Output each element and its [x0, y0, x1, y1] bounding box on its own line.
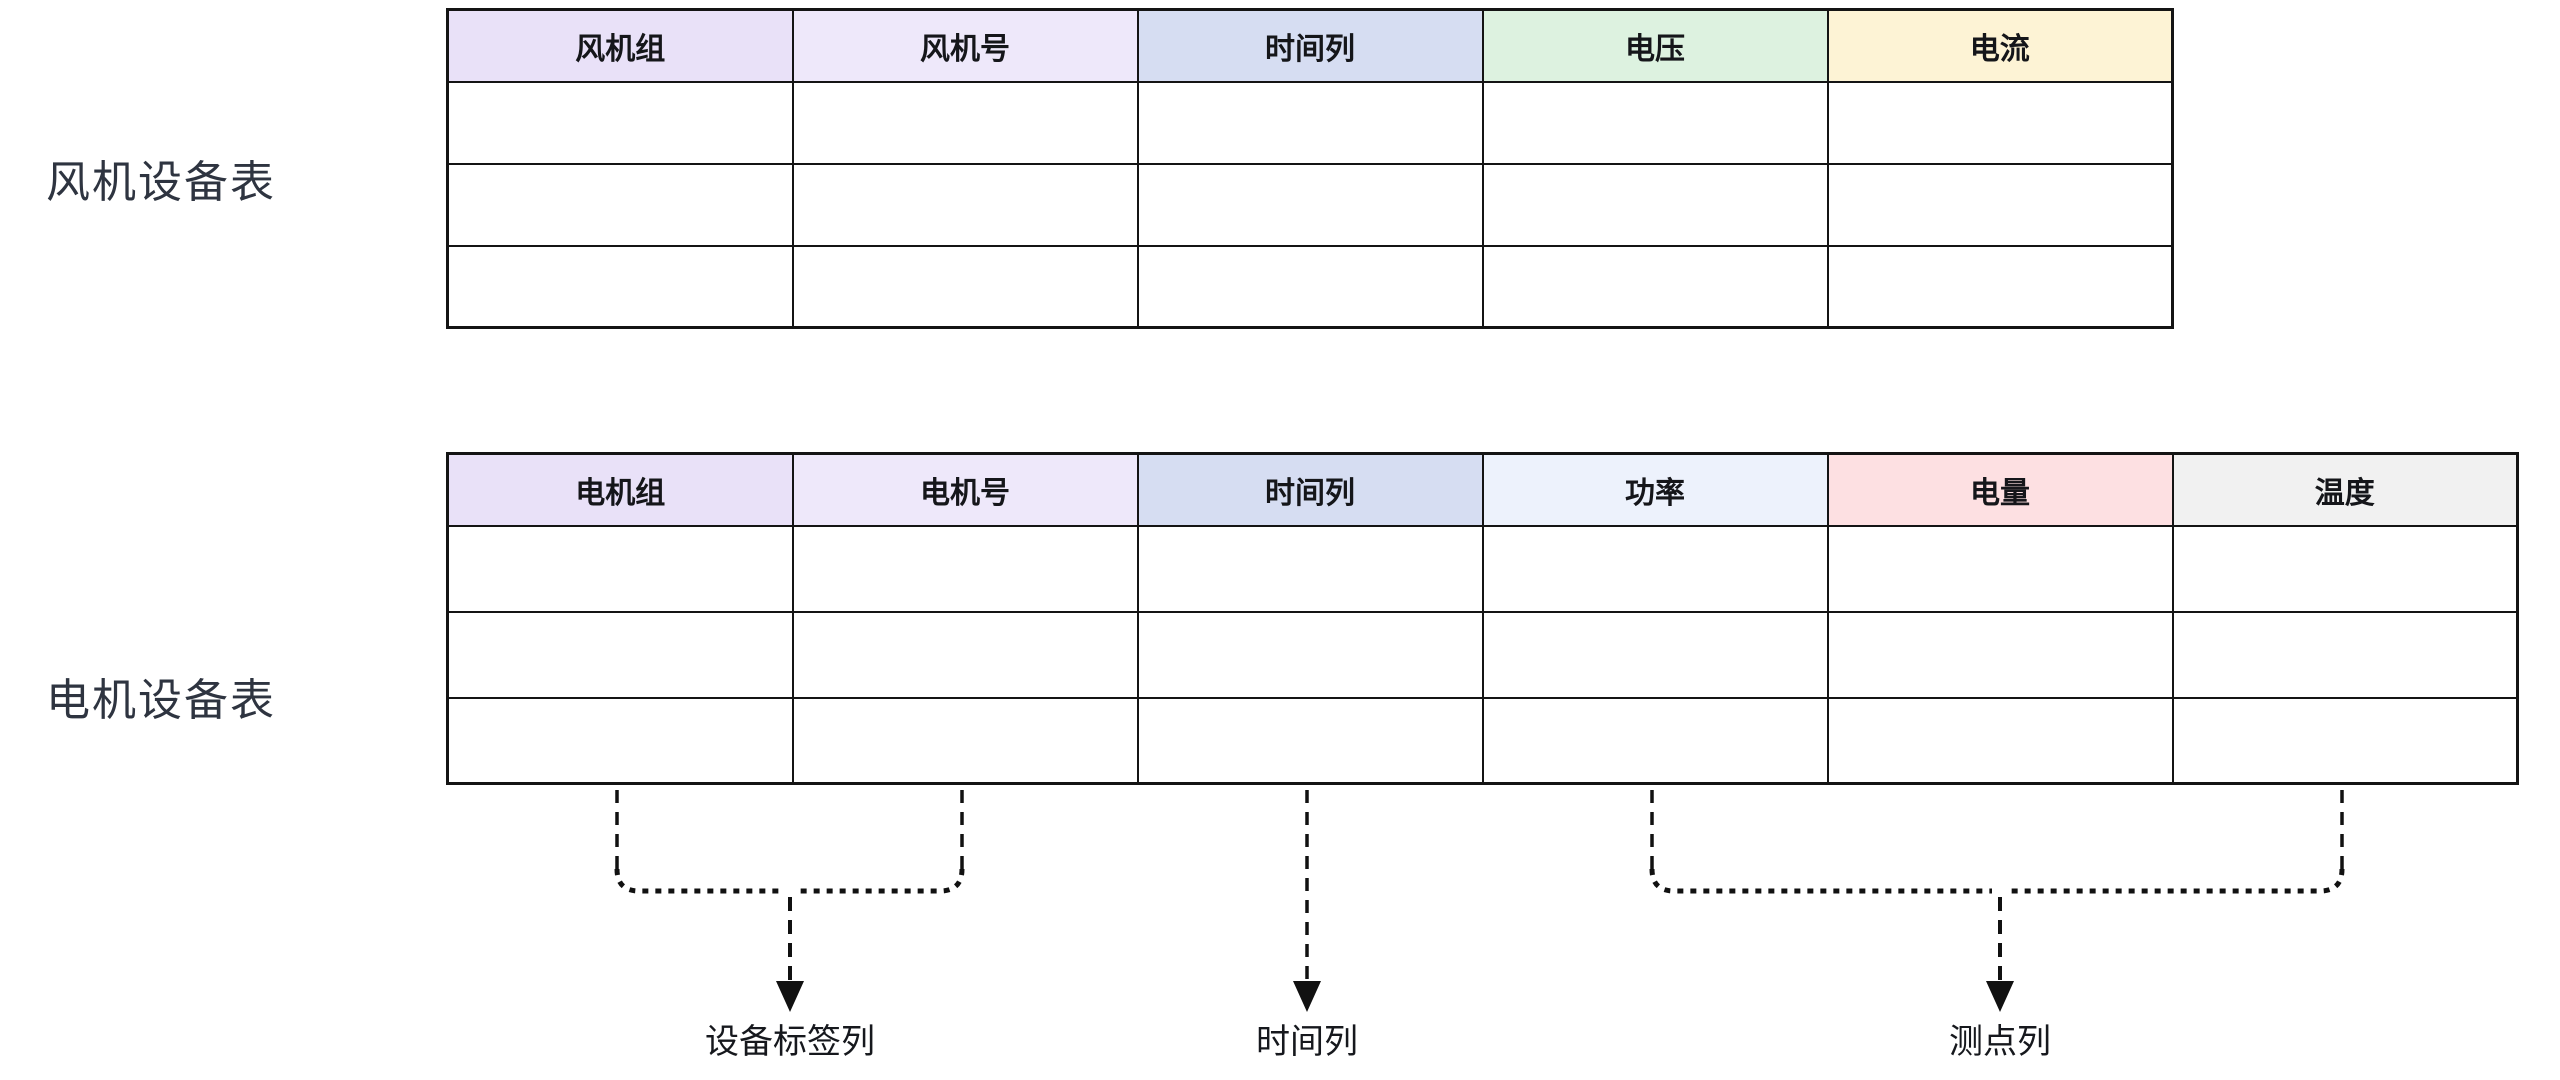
fan-table-title: 风机设备表 — [46, 158, 276, 207]
table-cell — [2171, 524, 2519, 613]
arrow-head — [1293, 981, 1321, 1012]
header-temperature: 温度 — [2171, 452, 2519, 527]
fan-table: 风机组 风机号 时间列 电压 电流 — [446, 8, 2174, 329]
header-current: 电流 — [1826, 8, 2174, 83]
table-cell — [1136, 610, 1484, 699]
header-time-column: 时间列 — [1136, 452, 1484, 527]
arrow-head — [1986, 981, 2014, 1012]
table-cell — [1481, 610, 1829, 699]
table-cell — [1826, 244, 2174, 329]
table-row — [446, 524, 2519, 613]
table-cell — [446, 80, 794, 165]
table-cell — [1826, 524, 2174, 613]
table-row — [446, 610, 2519, 699]
header-energy: 电量 — [1826, 452, 2174, 527]
header-motor-group: 电机组 — [446, 452, 794, 527]
table-cell — [446, 244, 794, 329]
table-cell — [2171, 696, 2519, 785]
header-fan-group: 风机组 — [446, 8, 794, 83]
table-cell — [1481, 524, 1829, 613]
table-cell — [446, 696, 794, 785]
table-cell — [1481, 162, 1829, 247]
motor-table-header-row: 电机组 电机号 时间列 功率 电量 温度 — [446, 452, 2519, 527]
motor-table-title: 电机设备表 — [46, 676, 276, 725]
annotation-label-device-tag-columns: 设备标签列 — [705, 1023, 875, 1061]
arrow-head — [776, 981, 804, 1012]
table-cell — [1826, 80, 2174, 165]
table-cell — [1136, 696, 1484, 785]
fan-table-header-row: 风机组 风机号 时间列 电压 电流 — [446, 8, 2174, 83]
table-row — [446, 244, 2174, 329]
bracket-device-label-columns — [614, 790, 965, 1012]
annotation-label-time-column: 时间列 — [1256, 1023, 1358, 1061]
table-cell — [1481, 696, 1829, 785]
header-time-column: 时间列 — [1136, 8, 1484, 83]
table-row — [446, 80, 2174, 165]
header-motor-number: 电机号 — [791, 452, 1139, 527]
header-power: 功率 — [1481, 452, 1829, 527]
annotation-label-measurement-columns: 测点列 — [1949, 1023, 2051, 1061]
table-cell — [1826, 696, 2174, 785]
table-cell — [791, 696, 1139, 785]
table-cell — [791, 524, 1139, 613]
table-cell — [1136, 80, 1484, 165]
header-fan-number: 风机号 — [791, 8, 1139, 83]
table-row — [446, 162, 2174, 247]
table-cell — [791, 244, 1139, 329]
table-cell — [1826, 162, 2174, 247]
table-cell — [1136, 162, 1484, 247]
table-cell — [1136, 244, 1484, 329]
table-cell — [446, 524, 794, 613]
table-cell — [446, 610, 794, 699]
table-cell — [1826, 610, 2174, 699]
table-cell — [1136, 524, 1484, 613]
table-cell — [791, 80, 1139, 165]
table-cell — [1481, 244, 1829, 329]
table-cell — [791, 610, 1139, 699]
header-voltage: 电压 — [1481, 8, 1829, 83]
arrow-time-column — [1293, 790, 1321, 1012]
bracket-measurement-columns — [1649, 790, 2345, 1012]
table-cell — [791, 162, 1139, 247]
table-cell — [1481, 80, 1829, 165]
motor-table: 电机组 电机号 时间列 功率 电量 温度 — [446, 452, 2519, 785]
table-cell — [446, 162, 794, 247]
table-cell — [2171, 610, 2519, 699]
table-row — [446, 696, 2519, 785]
